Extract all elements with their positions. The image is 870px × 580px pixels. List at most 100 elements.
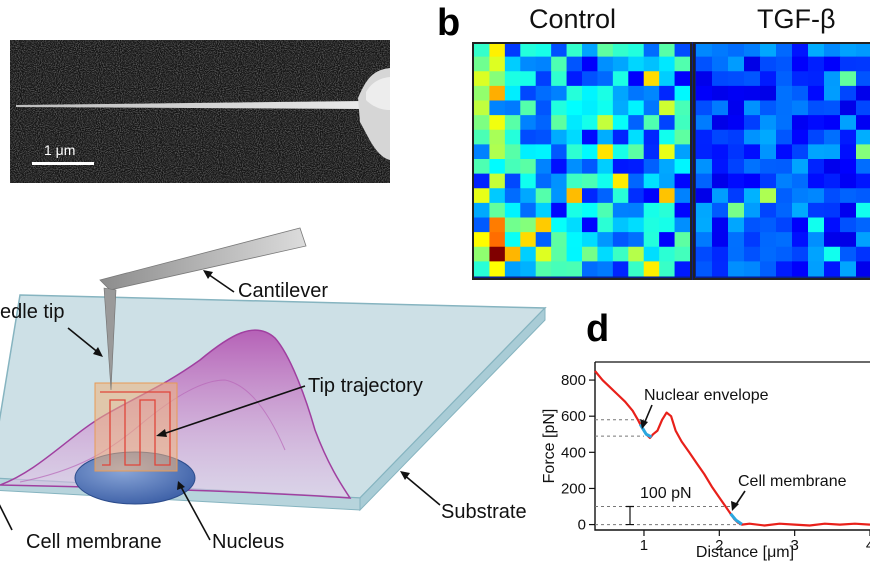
- heatmap-cell: [597, 56, 614, 72]
- heatmap-cell: [659, 159, 676, 175]
- heatmap-cell: [520, 202, 537, 218]
- heatmap-cell: [856, 42, 870, 58]
- heatmap-cell: [856, 129, 870, 145]
- heatmap-cell: [674, 42, 691, 58]
- heatmap-cell: [659, 217, 676, 233]
- label-cell-membrane: Cell membrane: [26, 531, 162, 553]
- heatmap-cell: [674, 56, 691, 72]
- heatmap-cell: [612, 85, 629, 101]
- heatmap-cell: [674, 217, 691, 233]
- heatmap-cell: [856, 56, 870, 72]
- heatmap-cell: [776, 115, 793, 131]
- heatmap-cell: [612, 42, 629, 58]
- heatmap-cell: [824, 217, 841, 233]
- heatmap-cell: [808, 173, 825, 189]
- heatmap-cell: [582, 202, 598, 218]
- heatmap-cell: [628, 115, 645, 131]
- heatmap-cell: [597, 159, 614, 175]
- heatmap-cell: [628, 217, 645, 233]
- heatmap-cell: [712, 217, 729, 233]
- heatmap-cell: [856, 173, 870, 189]
- heatmap-cell: [643, 100, 660, 116]
- heatmap-cell: [760, 129, 777, 145]
- heatmap-cell: [808, 144, 825, 160]
- heatmap-cell: [582, 115, 598, 131]
- heatmap-cell: [696, 42, 713, 58]
- afm-schematic: [0, 227, 547, 541]
- heatmap-cell: [612, 246, 629, 262]
- heatmap-cell: [504, 246, 521, 262]
- heatmap-cell: [712, 71, 729, 87]
- heatmap-cell: [504, 261, 521, 277]
- heatmap-panel: [472, 42, 870, 280]
- heatmap-cell: [808, 188, 825, 204]
- heatmap-cell: [489, 159, 506, 175]
- heatmap-cell: [696, 246, 713, 262]
- label-substrate: Substrate: [441, 501, 527, 523]
- heatmap-cell: [856, 144, 870, 160]
- heatmap-control: [474, 42, 691, 277]
- heatmap-cell: [582, 144, 598, 160]
- heatmap-cell: [776, 42, 793, 58]
- heatmap-cell: [776, 232, 793, 248]
- needle-tip: [103, 287, 117, 391]
- heatmap-cell: [659, 71, 676, 87]
- heatmap-cell: [535, 42, 552, 58]
- heatmap-cell: [489, 261, 506, 277]
- label-nucleus: Nucleus: [212, 531, 285, 553]
- heatmap-cell: [744, 42, 761, 58]
- heatmap-cell: [824, 71, 841, 87]
- heatmap-cell: [824, 100, 841, 116]
- heatmap-cell: [776, 246, 793, 262]
- heatmap-cell: [792, 246, 809, 262]
- heatmap-cell: [776, 159, 793, 175]
- heatmap-cell: [776, 56, 793, 72]
- heatmap-cell: [582, 261, 598, 277]
- heatmap-cell: [535, 129, 552, 145]
- heatmap-cell: [628, 232, 645, 248]
- heatmap-cell: [489, 100, 506, 116]
- heatmap-cell: [474, 217, 490, 233]
- heatmap-cell: [728, 144, 745, 160]
- heatmap-cell: [474, 100, 490, 116]
- heatmap-cell: [659, 232, 676, 248]
- heatmap-cell: [597, 188, 614, 204]
- heatmap-cell: [856, 71, 870, 87]
- heatmap-cell: [520, 129, 537, 145]
- heatmap-cell: [840, 56, 857, 72]
- cell-membrane-arrow: [0, 504, 13, 531]
- heatmap-cell: [489, 246, 506, 262]
- heatmap-cell: [628, 42, 645, 58]
- heatmap-cell: [840, 188, 857, 204]
- heatmap-cell: [712, 188, 729, 204]
- heatmap-cell: [840, 159, 857, 175]
- cell-membrane-segment: [729, 512, 743, 526]
- heatmap-cell: [760, 56, 777, 72]
- heatmap-cell: [520, 85, 537, 101]
- heatmap-cell: [504, 100, 521, 116]
- heatmap-cell: [551, 202, 568, 218]
- heatmap-cell: [712, 129, 729, 145]
- heatmap-cell: [551, 232, 568, 248]
- heatmap-cell: [674, 232, 691, 248]
- heatmap-cell: [504, 232, 521, 248]
- sem-image-svg: [10, 40, 390, 183]
- heatmap-cell: [566, 129, 583, 145]
- cantilever: [99, 227, 307, 291]
- panel-b-letter: b: [437, 2, 461, 44]
- y-tick-label: 400: [561, 444, 586, 461]
- heatmap-cell: [792, 56, 809, 72]
- heatmap-cell: [628, 261, 645, 277]
- heatmap-cell: [612, 217, 629, 233]
- heatmap-cell: [712, 144, 729, 160]
- heatmap-cell: [840, 129, 857, 145]
- heatmap-cell: [643, 115, 660, 131]
- heatmap-cell: [728, 188, 745, 204]
- heatmap-cell: [744, 144, 761, 160]
- heatmap-cell: [696, 217, 713, 233]
- heatmap-cell: [760, 115, 777, 131]
- heatmap-cell: [776, 85, 793, 101]
- heatmap-cell: [728, 232, 745, 248]
- heatmap-cell: [520, 261, 537, 277]
- heatmap-cell: [744, 261, 761, 277]
